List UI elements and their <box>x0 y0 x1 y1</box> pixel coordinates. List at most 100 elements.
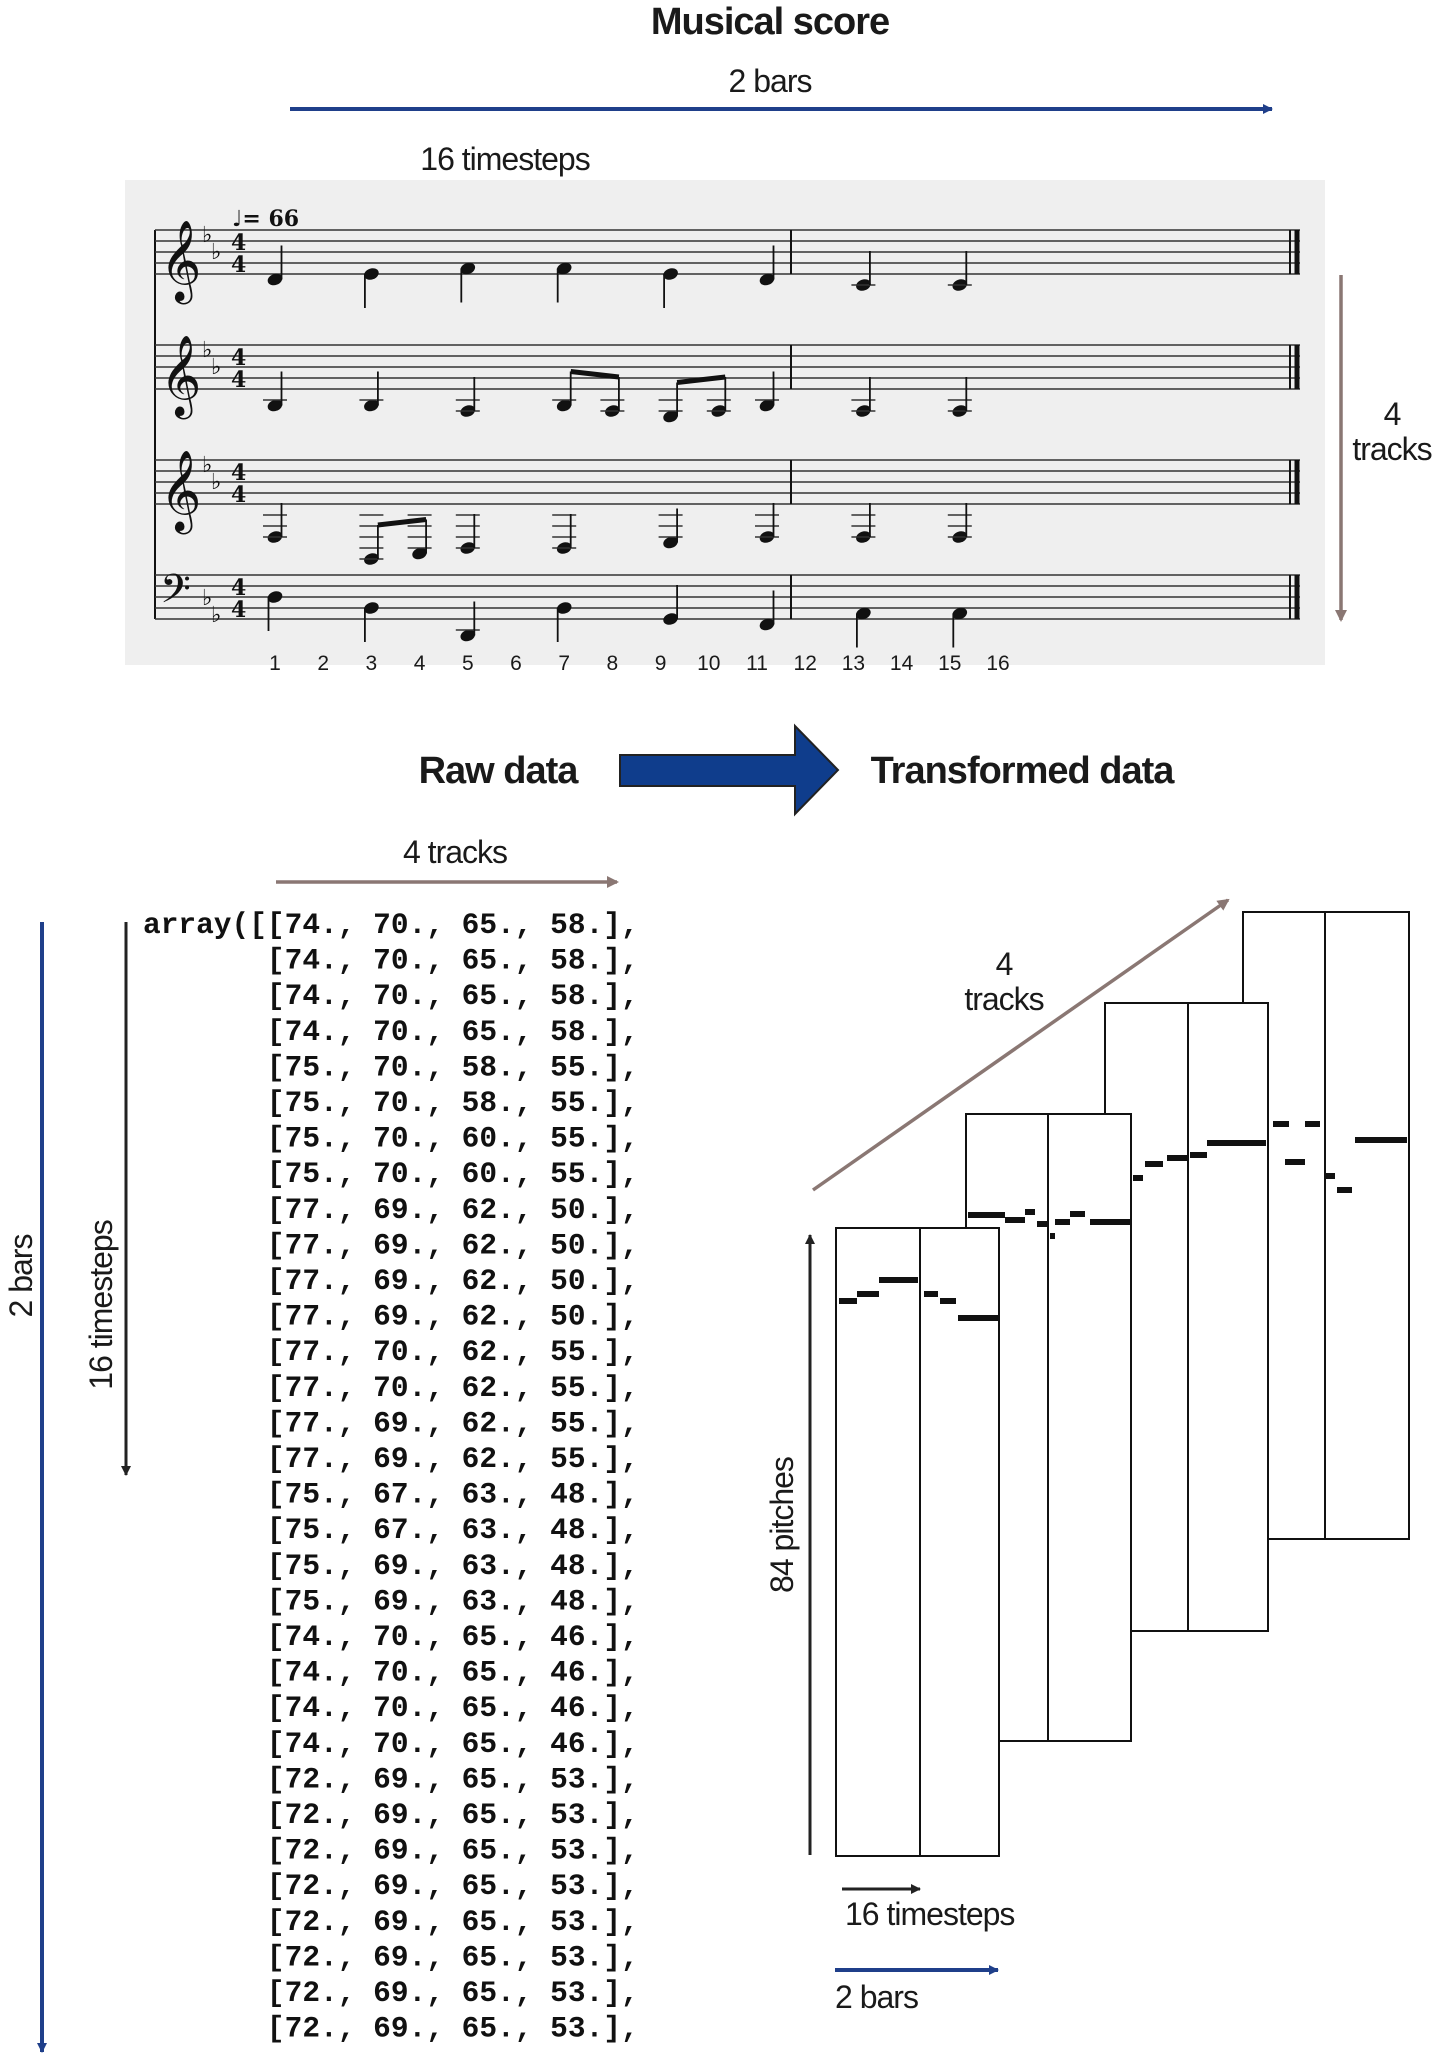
array-row: [75., 67., 63., 48.], <box>143 1513 639 1547</box>
raw-array-block: array([[74., 70., 65., 58.], [74., 70., … <box>143 908 639 2046</box>
timestep-number: 11 <box>746 652 768 675</box>
timestep-number: 10 <box>697 652 720 675</box>
array-row: [77., 69., 62., 50.], <box>143 1264 639 1298</box>
array-row: [72., 69., 65., 53.], <box>143 1834 639 1868</box>
flat-icon: ♭ <box>202 586 212 611</box>
note-beam <box>377 517 427 528</box>
pianoroll-note <box>1305 1121 1320 1127</box>
treble-clef-icon: 𝄞 <box>160 449 201 534</box>
pianoroll-track-4 <box>1242 911 1410 1540</box>
pianoroll-stack <box>835 911 1410 1857</box>
note-head <box>364 602 379 614</box>
staff-4: 𝄢♭♭44 <box>155 566 1300 648</box>
note-head <box>556 399 572 412</box>
pianoroll-note <box>940 1298 956 1304</box>
note-head <box>952 607 968 620</box>
score-staves: 𝄞♭♭44𝄞♭♭44𝄞♭♭44𝄢♭♭44 <box>154 219 1300 648</box>
note-beam <box>676 374 726 385</box>
time-signature-bottom: 4 <box>231 482 246 508</box>
flat-icon: ♭ <box>202 223 212 248</box>
pianoroll-note <box>1055 1219 1070 1225</box>
pianoroll-note <box>1090 1219 1130 1225</box>
flat-icon: ♭ <box>202 338 212 363</box>
transformed-bars-label: 2 bars <box>835 1979 918 2015</box>
pianoroll-note <box>839 1298 857 1304</box>
pianoroll-note <box>1005 1217 1025 1223</box>
pianoroll-panel <box>835 1227 1000 1857</box>
array-row: [77., 70., 62., 55.], <box>143 1335 639 1369</box>
transformed-tracks-label-2: tracks <box>964 981 1043 1017</box>
pianoroll-note <box>924 1291 938 1297</box>
note-head <box>556 262 572 275</box>
tempo-marking: ♩= 66 <box>232 206 299 232</box>
array-row: [75., 69., 63., 48.], <box>143 1584 639 1618</box>
pianoroll-note <box>1050 1233 1055 1239</box>
pianoroll-note <box>1207 1140 1266 1146</box>
timestep-number: 2 <box>317 652 329 675</box>
note-beam <box>570 369 620 380</box>
note-head <box>663 536 678 549</box>
note-head <box>663 613 678 625</box>
staff-1: 𝄞♭♭44 <box>155 219 1300 308</box>
array-row: [74., 70., 65., 46.], <box>143 1727 639 1761</box>
array-row: array([[74., 70., 65., 58.], <box>143 908 639 942</box>
time-signature-bottom: 4 <box>231 252 246 278</box>
time-signature-top: 4 <box>231 230 246 256</box>
time-signature-top: 4 <box>231 575 246 601</box>
transform-arrow <box>619 723 840 817</box>
note-head <box>364 399 379 412</box>
timestep-number: 15 <box>938 652 961 675</box>
note-head <box>856 607 871 620</box>
pianoroll-panel <box>1104 1002 1269 1632</box>
score-timesteps-label: 16 timesteps <box>420 141 589 177</box>
treble-clef-icon: 𝄞 <box>160 334 201 419</box>
timestep-number: 5 <box>462 652 474 675</box>
pianoroll-note <box>1145 1161 1163 1167</box>
note-head <box>267 273 283 286</box>
note-head <box>663 268 678 280</box>
note-head <box>663 410 678 423</box>
array-row: [75., 70., 60., 55.], <box>143 1157 639 1191</box>
score-background <box>125 180 1325 665</box>
flat-icon: ♭ <box>211 355 221 380</box>
array-row: [74., 70., 65., 46.], <box>143 1656 639 1690</box>
note-head <box>267 591 283 603</box>
bass-clef-icon: 𝄢 <box>160 566 191 622</box>
array-row: [74., 70., 65., 46.], <box>143 1691 639 1725</box>
staff-2: 𝄞♭♭44 <box>155 334 1300 423</box>
timestep-number: 16 <box>986 652 1009 675</box>
pianoroll-note <box>968 1212 1005 1218</box>
transformed-timesteps-label: 16 timesteps <box>845 1896 1014 1932</box>
timestep-number: 4 <box>414 652 426 675</box>
array-row: [72., 69., 65., 53.], <box>143 1905 639 1939</box>
pianoroll-note <box>1285 1159 1305 1165</box>
note-head <box>460 262 476 275</box>
array-row: [74., 70., 65., 46.], <box>143 1620 639 1654</box>
timestep-number: 8 <box>607 652 619 675</box>
pianoroll-note <box>879 1277 918 1283</box>
timestep-number: 1 <box>269 652 281 675</box>
array-row: [77., 70., 62., 55.], <box>143 1371 639 1405</box>
timestep-number: 9 <box>655 652 667 675</box>
timestep-number: 13 <box>842 652 865 675</box>
array-row: [77., 69., 62., 50.], <box>143 1300 639 1334</box>
transformed-tracks-label-1: 4 <box>996 946 1013 982</box>
array-row: [77., 69., 62., 55.], <box>143 1442 639 1476</box>
array-row: [77., 69., 62., 55.], <box>143 1406 639 1440</box>
pianoroll-note <box>1325 1173 1335 1179</box>
score-title: Musical score <box>651 1 889 43</box>
array-row: [74., 70., 65., 58.], <box>143 944 639 978</box>
array-row: [75., 67., 63., 48.], <box>143 1478 639 1512</box>
array-row: [77., 69., 62., 50.], <box>143 1228 639 1262</box>
timestep-number: 14 <box>890 652 914 675</box>
array-row: [72., 69., 65., 53.], <box>143 2012 639 2046</box>
flat-icon: ♭ <box>211 603 221 628</box>
timestep-number: 12 <box>794 652 817 675</box>
note-head <box>759 618 775 631</box>
pianoroll-note <box>857 1291 879 1297</box>
flat-icon: ♭ <box>202 453 212 478</box>
array-row: [75., 70., 58., 55.], <box>143 1050 639 1084</box>
timestep-number: 3 <box>366 652 378 675</box>
score-tracks-label-2: tracks <box>1352 431 1431 467</box>
